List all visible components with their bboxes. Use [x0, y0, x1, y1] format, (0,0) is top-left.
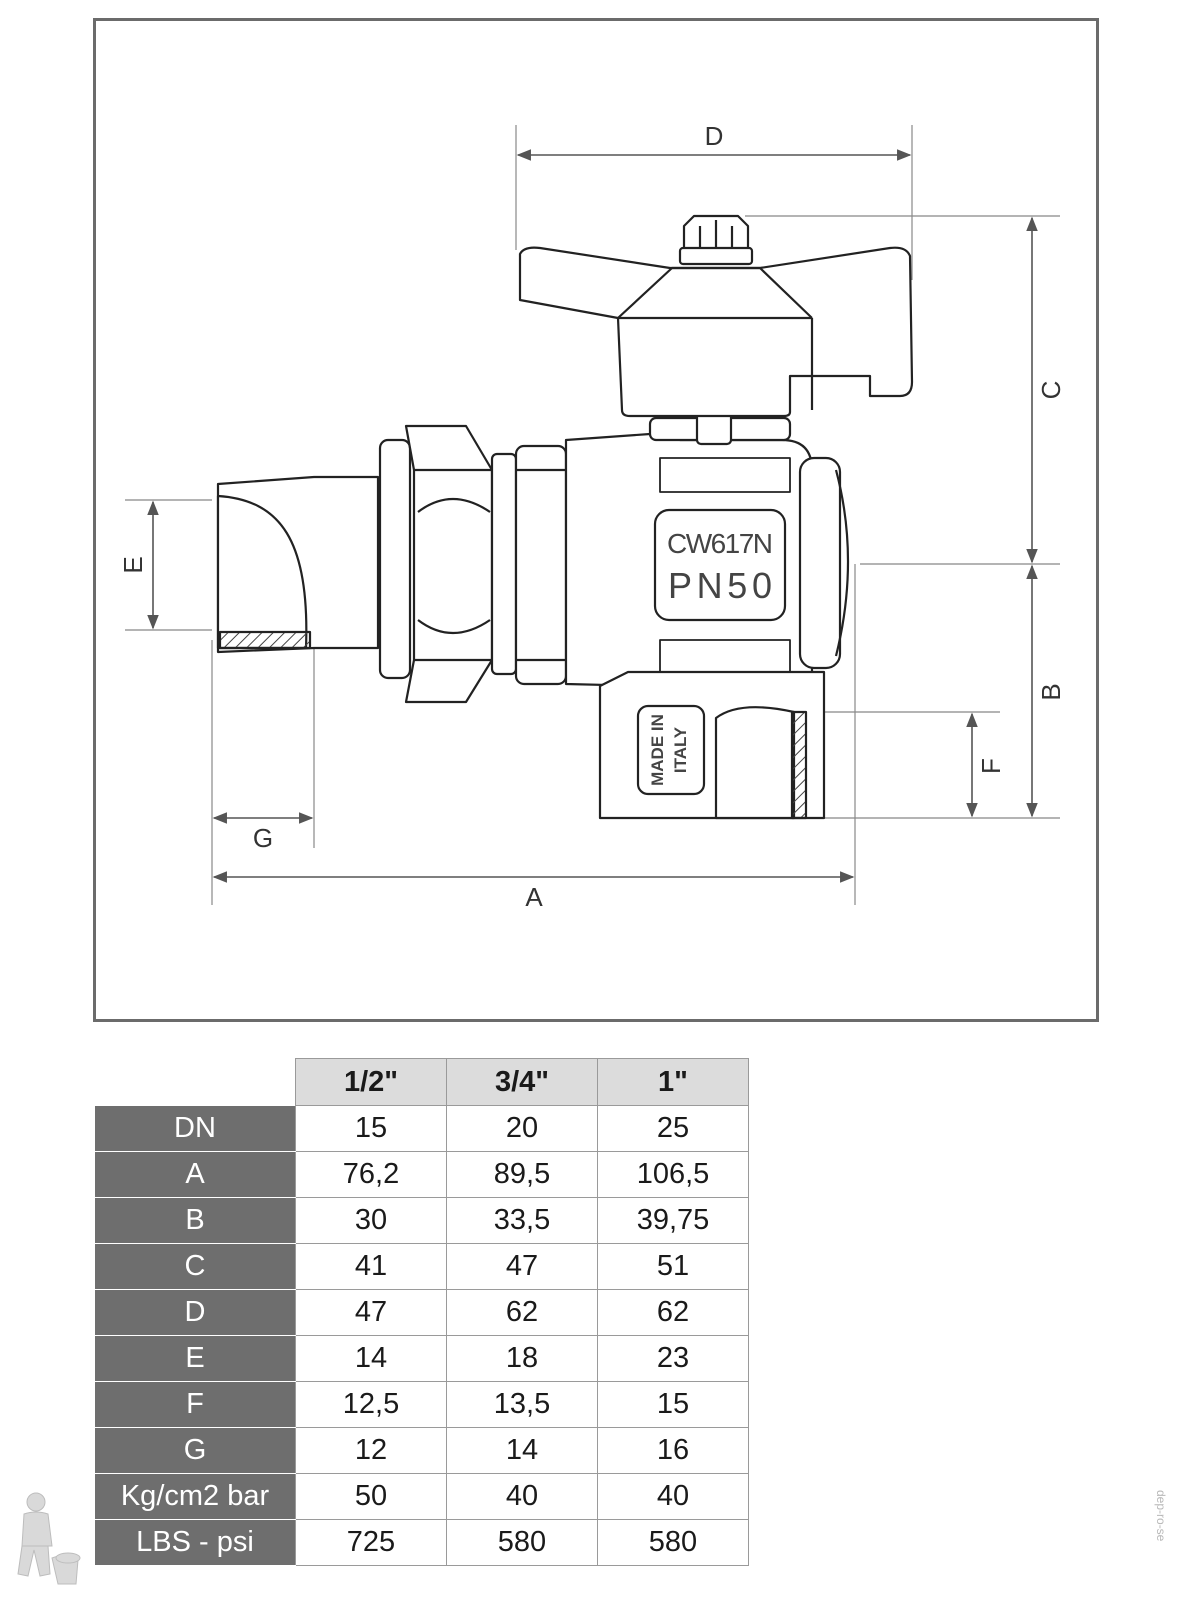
table-cell: 76,2 — [295, 1151, 447, 1198]
table-cell: 25 — [597, 1105, 749, 1152]
table-row: A 76,2 89,5 106,5 — [94, 1151, 749, 1198]
table-cell: 62 — [597, 1289, 749, 1336]
union-nut — [404, 424, 494, 704]
marking-panel — [653, 508, 787, 622]
butterfly-handle — [518, 246, 914, 418]
table-cell: 51 — [597, 1243, 749, 1290]
table-row: F 12,5 13,5 15 — [94, 1381, 749, 1428]
row-label: G — [94, 1427, 296, 1474]
table-row: Kg/cm2 bar 50 40 40 — [94, 1473, 749, 1520]
dimension-arrows — [147, 149, 1038, 883]
dimensions-table: 1/2" 3/4" 1" DN 15 20 25 A 76,2 89,5 106… — [94, 1058, 749, 1566]
row-label: Kg/cm2 bar — [94, 1473, 296, 1520]
table-cell: 580 — [597, 1519, 749, 1566]
row-label: LBS - psi — [94, 1519, 296, 1566]
table-cell: 39,75 — [597, 1197, 749, 1244]
valve-body — [216, 214, 914, 820]
table-cell: 14 — [295, 1335, 447, 1382]
table-cell: 13,5 — [446, 1381, 598, 1428]
table-cell: 106,5 — [597, 1151, 749, 1198]
table-row: G 12 14 16 — [94, 1427, 749, 1474]
dim-label-b: B — [1036, 683, 1066, 700]
stamp-plate — [636, 704, 706, 796]
dim-label-d: D — [705, 121, 724, 151]
table-cell: 41 — [295, 1243, 447, 1290]
row-label: C — [94, 1243, 296, 1290]
table-cell: 725 — [295, 1519, 447, 1566]
tail-thread-hatch — [218, 630, 312, 650]
table-cell: 50 — [295, 1473, 447, 1520]
table-cell: 15 — [597, 1381, 749, 1428]
body-marking-material: CW617N — [667, 528, 773, 559]
table-cell: 16 — [597, 1427, 749, 1474]
row-label: D — [94, 1289, 296, 1336]
table-row: D 47 62 62 — [94, 1289, 749, 1336]
size-header: 1/2" — [295, 1058, 447, 1106]
table-cell: 89,5 — [446, 1151, 598, 1198]
table-cell: 23 — [597, 1335, 749, 1382]
table-cell: 40 — [446, 1473, 598, 1520]
outlet-thread-hatch — [790, 710, 808, 820]
table-cell: 12 — [295, 1427, 447, 1474]
table-row: B 30 33,5 39,75 — [94, 1197, 749, 1244]
table-cell: 30 — [295, 1197, 447, 1244]
dim-label-g: G — [253, 823, 273, 853]
outlet-cap — [798, 456, 842, 670]
table-corner — [95, 1059, 296, 1106]
stamp-made-in: MADE IN — [648, 714, 667, 786]
body-marking-pressure: PN50 — [668, 565, 772, 606]
row-label: A — [94, 1151, 296, 1198]
table-cell: 580 — [446, 1519, 598, 1566]
dim-label-f: F — [976, 758, 1006, 774]
table-row: DN 15 20 25 — [94, 1105, 749, 1152]
table-cell: 18 — [446, 1335, 598, 1382]
table-header-row: 1/2" 3/4" 1" — [95, 1058, 749, 1106]
table-row: E 14 18 23 — [94, 1335, 749, 1382]
extension-lines — [125, 125, 1060, 905]
table-row: C 41 47 51 — [94, 1243, 749, 1290]
dim-label-e: E — [118, 556, 148, 573]
table-cell: 12,5 — [295, 1381, 447, 1428]
dim-label-a: A — [525, 882, 543, 912]
table-cell: 40 — [597, 1473, 749, 1520]
row-label: B — [94, 1197, 296, 1244]
drawing-frame — [93, 18, 1099, 1022]
table-cell: 33,5 — [446, 1197, 598, 1244]
size-header: 3/4" — [446, 1058, 598, 1106]
row-label: F — [94, 1381, 296, 1428]
plumber-mascot-icon — [17, 1492, 81, 1585]
dim-label-c: C — [1036, 381, 1066, 400]
union-collar — [378, 438, 412, 680]
table-cell: 47 — [446, 1243, 598, 1290]
size-header: 1" — [597, 1058, 749, 1106]
table-cell: 62 — [446, 1289, 598, 1336]
table-cell: 15 — [295, 1105, 447, 1152]
table-cell: 20 — [446, 1105, 598, 1152]
stamp-italy: ITALY — [671, 726, 690, 773]
table-cell: 47 — [295, 1289, 447, 1336]
watermark: dep-ro-se — [1154, 1490, 1168, 1542]
row-label: E — [94, 1335, 296, 1382]
row-label: DN — [94, 1105, 296, 1152]
table-cell: 14 — [446, 1427, 598, 1474]
valve-technical-drawing: D C B F E G A — [118, 121, 1066, 912]
table-row: LBS - psi 725 580 580 — [94, 1519, 749, 1566]
